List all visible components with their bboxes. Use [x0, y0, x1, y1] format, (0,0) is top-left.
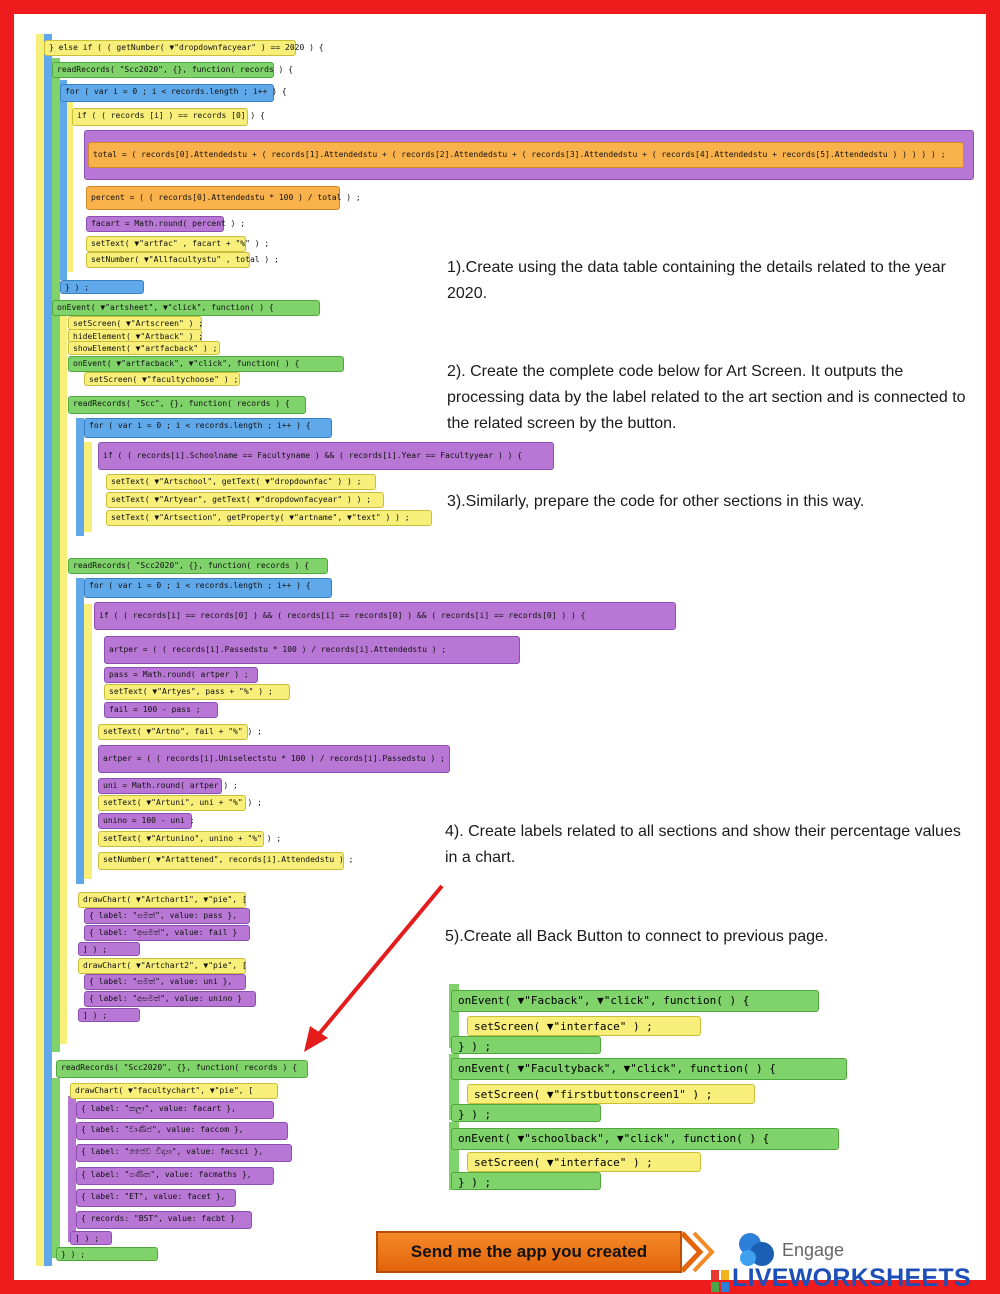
back-close-2: } ) ; [451, 1104, 601, 1122]
code-else-if[interactable]: } else if ( ( getNumber( ▼"dropdownfacye… [44, 40, 324, 56]
code-artper[interactable]: artper = ( ( records[i].Passedstu * 100 … [104, 636, 520, 664]
code-setnumber-artattened[interactable]: setNumber( ▼"Artattened", records[i].Att… [98, 852, 353, 870]
code-if-statement[interactable]: if ( ( records [i] ) == records [0] ) { [72, 108, 265, 126]
scope-stripe-green [52, 58, 60, 1052]
code-chart2-end: ] ) ; [78, 1008, 140, 1022]
instruction-1: 1).Create using the data table containin… [447, 259, 946, 302]
code-drawchart-artchart2[interactable]: drawChart( ▼"Artchart2", ▼"pie", [ [78, 958, 247, 974]
back-onevent-facback[interactable]: onEvent( ▼"Facback", ▼"click", function(… [451, 990, 819, 1012]
code-setscreen-artscreen[interactable]: setScreen( ▼"Artscreen" ) ; [68, 316, 203, 330]
code-read-scc2020-bottom[interactable]: readRecords( "Scc2020", {}, function( re… [56, 1060, 308, 1078]
code-read-scc2020[interactable]: readRecords( "Scc2020", {}, function( re… [68, 558, 328, 574]
send-app-button[interactable]: Send me the app you created [376, 1231, 682, 1273]
code-if-schoolname[interactable]: if ( ( records[i].Schoolname == Facultyn… [98, 442, 554, 470]
red-arrow-icon [304, 884, 444, 1052]
liveworksheets-logo-icon [711, 1270, 729, 1292]
code-facchart-end: ] ) ; [70, 1231, 112, 1245]
code-artper-uni[interactable]: artper = ( ( records[i].Uniselectstu * 1… [98, 745, 450, 773]
code-facchart-label-2[interactable]: { label: "වාණිජ", value: faccom }, [76, 1122, 288, 1140]
code-facchart-label-4[interactable]: { label: "ගණිත", value: facmaths }, [76, 1167, 274, 1185]
code-settext-artno[interactable]: setText( ▼"Artno", fail + "%" ) ; [98, 724, 262, 740]
code-drawchart-facultychart[interactable]: drawChart( ▼"facultychart", ▼"pie", [ [70, 1083, 278, 1099]
code-setnumber-all[interactable]: setNumber( ▼"Allfacultystu" , total ) ; [86, 252, 279, 268]
code-facchart-label-1[interactable]: { label: "කලා", value: facart }, [76, 1101, 274, 1119]
scope-stripe-blue [44, 34, 52, 1266]
code-total[interactable]: total = ( records[0].Attendedstu + ( rec… [88, 142, 964, 168]
code-setscreen-facultychoose[interactable]: setScreen( ▼"facultychoose" ) ; [84, 372, 240, 386]
code-facchart-label-3[interactable]: { label: "ජෛව විද්‍යා", value: facsci }, [76, 1144, 292, 1162]
code-read-records[interactable]: readRecords( "Scc2020", {}, function( re… [52, 62, 293, 78]
scope-stripe-purple [68, 1096, 76, 1242]
code-fail[interactable]: fail = 100 - pass ; [104, 702, 218, 718]
engage-logo-icon [739, 1233, 774, 1266]
instruction-3: 3).Similarly, prepare the code for other… [447, 493, 865, 510]
back-close-3: } ) ; [451, 1172, 601, 1190]
back-code-panel: onEvent( ▼"Facback", ▼"click", function(… [449, 982, 849, 1194]
back-close-1: } ) ; [451, 1036, 601, 1054]
code-settext-artschool[interactable]: setText( ▼"Artschool", getText( ▼"dropdo… [106, 474, 376, 490]
back-stripe-3 [449, 1122, 459, 1190]
code-if-records[interactable]: if ( ( records[i] == records[0] ) && ( r… [94, 602, 676, 630]
code-settext-artyear[interactable]: setText( ▼"Artyear", getText( ▼"dropdown… [106, 492, 384, 508]
scope-stripe-yellow-3 [60, 314, 67, 1044]
code-percent[interactable]: percent = ( ( records[0].Attendedstu * 1… [86, 186, 361, 210]
code-show-artfacback[interactable]: showElement( ▼"artfacback" ) ; [68, 341, 220, 355]
engage-label: Engage [782, 1240, 845, 1260]
code-settext-artunino[interactable]: setText( ▼"Artunino", unino + "%" ) ; [98, 831, 281, 847]
code-for-loop[interactable]: for ( var i = 0 ; i < records.length ; i… [60, 84, 287, 102]
scope-stripe-yellow-5 [84, 604, 92, 879]
scope-stripe-yellow-2 [67, 102, 73, 272]
scope-stripe-yellow-4 [84, 442, 92, 532]
back-onevent-schoolback[interactable]: onEvent( ▼"schoolback", ▼"click", functi… [451, 1128, 839, 1150]
back-stripe-2 [449, 1054, 459, 1120]
code-chart1-pass[interactable]: { label: "සමත්", value: pass }, [84, 908, 250, 924]
code-settext-artsection[interactable]: setText( ▼"Artsection", getProperty( ▼"a… [106, 510, 432, 526]
code-uni[interactable]: uni = Math.round( artper ) ; [98, 778, 238, 794]
code-onevent-artfacback[interactable]: onEvent( ▼"artfacback", ▼"click", functi… [68, 356, 344, 372]
liveworksheets-brand: LIVEWORKSHEETS [732, 1264, 971, 1292]
code-facchart-label-6[interactable]: { records: "BST", value: facbt } [76, 1211, 252, 1229]
instruction-4: 4). Create labels related to all section… [445, 823, 961, 866]
code-facchart-label-5[interactable]: { label: "ET", value: facet }, [76, 1189, 236, 1207]
code-drawchart-artchart1[interactable]: drawChart( ▼"Artchart1", ▼"pie", [ [78, 892, 247, 908]
scope-stripe-yellow [36, 34, 44, 1266]
scope-stripe-blue-3 [76, 418, 84, 536]
code-unino[interactable]: unino = 100 - uni ; [98, 813, 195, 829]
chevron-right-icon [680, 1231, 715, 1273]
code-close-bottom: } ) ; [56, 1247, 158, 1261]
code-facart[interactable]: facart = Math.round( percent ) ; [86, 216, 245, 232]
code-for-loop-2[interactable]: for ( var i = 0 ; i < records.length ; i… [84, 418, 332, 438]
instruction-2: 2). Create the complete code below for A… [447, 363, 966, 432]
code-chart1-end: ] ) ; [78, 942, 140, 956]
code-pass[interactable]: pass = Math.round( artper ) ; [104, 667, 258, 683]
code-settext-artfac[interactable]: setText( ▼"artfac" , facart + "%" ) ; [86, 236, 269, 252]
code-for-loop-3[interactable]: for ( var i = 0 ; i < records.length ; i… [84, 578, 332, 598]
code-settext-artuni[interactable]: setText( ▼"Artuni", uni + "%" ) ; [98, 795, 262, 811]
back-stripe-1 [449, 984, 459, 1048]
back-setscreen-firstbutton[interactable]: setScreen( ▼"firstbuttonscreen1" ) ; [467, 1084, 755, 1104]
back-setscreen-interface-1[interactable]: setScreen( ▼"interface" ) ; [467, 1016, 701, 1036]
code-read-scc[interactable]: readRecords( "Scc", {}, function( record… [68, 396, 306, 414]
instruction-5: 5).Create all Back Button to connect to … [445, 928, 829, 945]
code-chart2-unino[interactable]: { label: "අසමත්", value: unino } [84, 991, 256, 1007]
code-chart2-uni[interactable]: { label: "සමත්", value: uni }, [84, 974, 246, 990]
back-setscreen-interface-2[interactable]: setScreen( ▼"interface" ) ; [467, 1152, 701, 1172]
scope-stripe-blue-4 [76, 578, 84, 884]
scope-stripe-blue-2 [60, 80, 67, 280]
code-chart1-fail[interactable]: { label: "අසමත්", value: fail } [84, 925, 250, 941]
scope-stripe-green-2 [52, 1078, 60, 1258]
code-close-1: } ) ; [60, 280, 144, 294]
code-onevent-artsheet[interactable]: onEvent( ▼"artsheet", ▼"click", function… [52, 300, 320, 316]
back-onevent-facultyback[interactable]: onEvent( ▼"Facultyback", ▼"click", funct… [451, 1058, 847, 1080]
code-settext-artyes[interactable]: setText( ▼"Artyes", pass + "%" ) ; [104, 684, 290, 700]
